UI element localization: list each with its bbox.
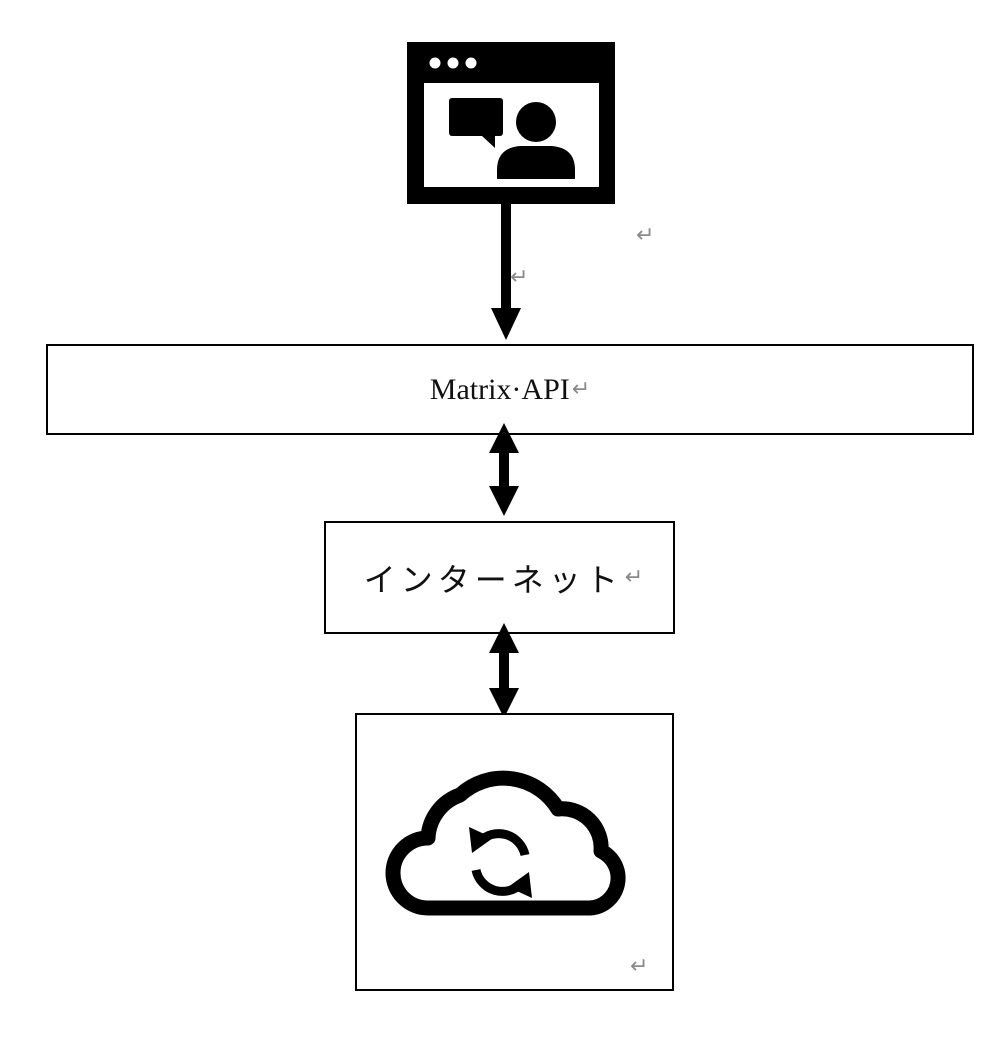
arrow-client-to-api — [491, 202, 521, 340]
video-chat-window-icon — [407, 42, 615, 204]
paragraph-mark: ↵ — [510, 265, 529, 290]
paragraph-mark: ↵ — [571, 377, 591, 402]
person-head-icon — [516, 102, 556, 142]
arrow-internet-server — [489, 623, 519, 718]
paragraph-mark: ↵ — [624, 565, 644, 590]
window-dot-icon — [447, 57, 459, 69]
cloud-sync-icon — [385, 770, 626, 916]
internet-label: インターネット — [363, 560, 623, 599]
internet-box: インターネット↵ — [324, 521, 675, 634]
internet-label-wrap: インターネット↵ — [326, 523, 673, 632]
cloud-outline-icon — [385, 770, 626, 916]
api-label: Matrix·API — [429, 372, 570, 406]
speech-bubble-icon — [449, 98, 503, 136]
api-box: Matrix·API↵ — [46, 344, 974, 435]
sync-arrows-icon — [469, 827, 532, 898]
paragraph-mark: ↵ — [630, 954, 649, 979]
person-body-icon — [497, 146, 575, 179]
window-dot-icon — [429, 57, 441, 69]
paragraph-mark: ↵ — [636, 223, 655, 248]
arrow-api-internet — [489, 423, 519, 516]
window-dot-icon — [465, 57, 477, 69]
api-label-wrap: Matrix·API↵ — [48, 346, 972, 433]
